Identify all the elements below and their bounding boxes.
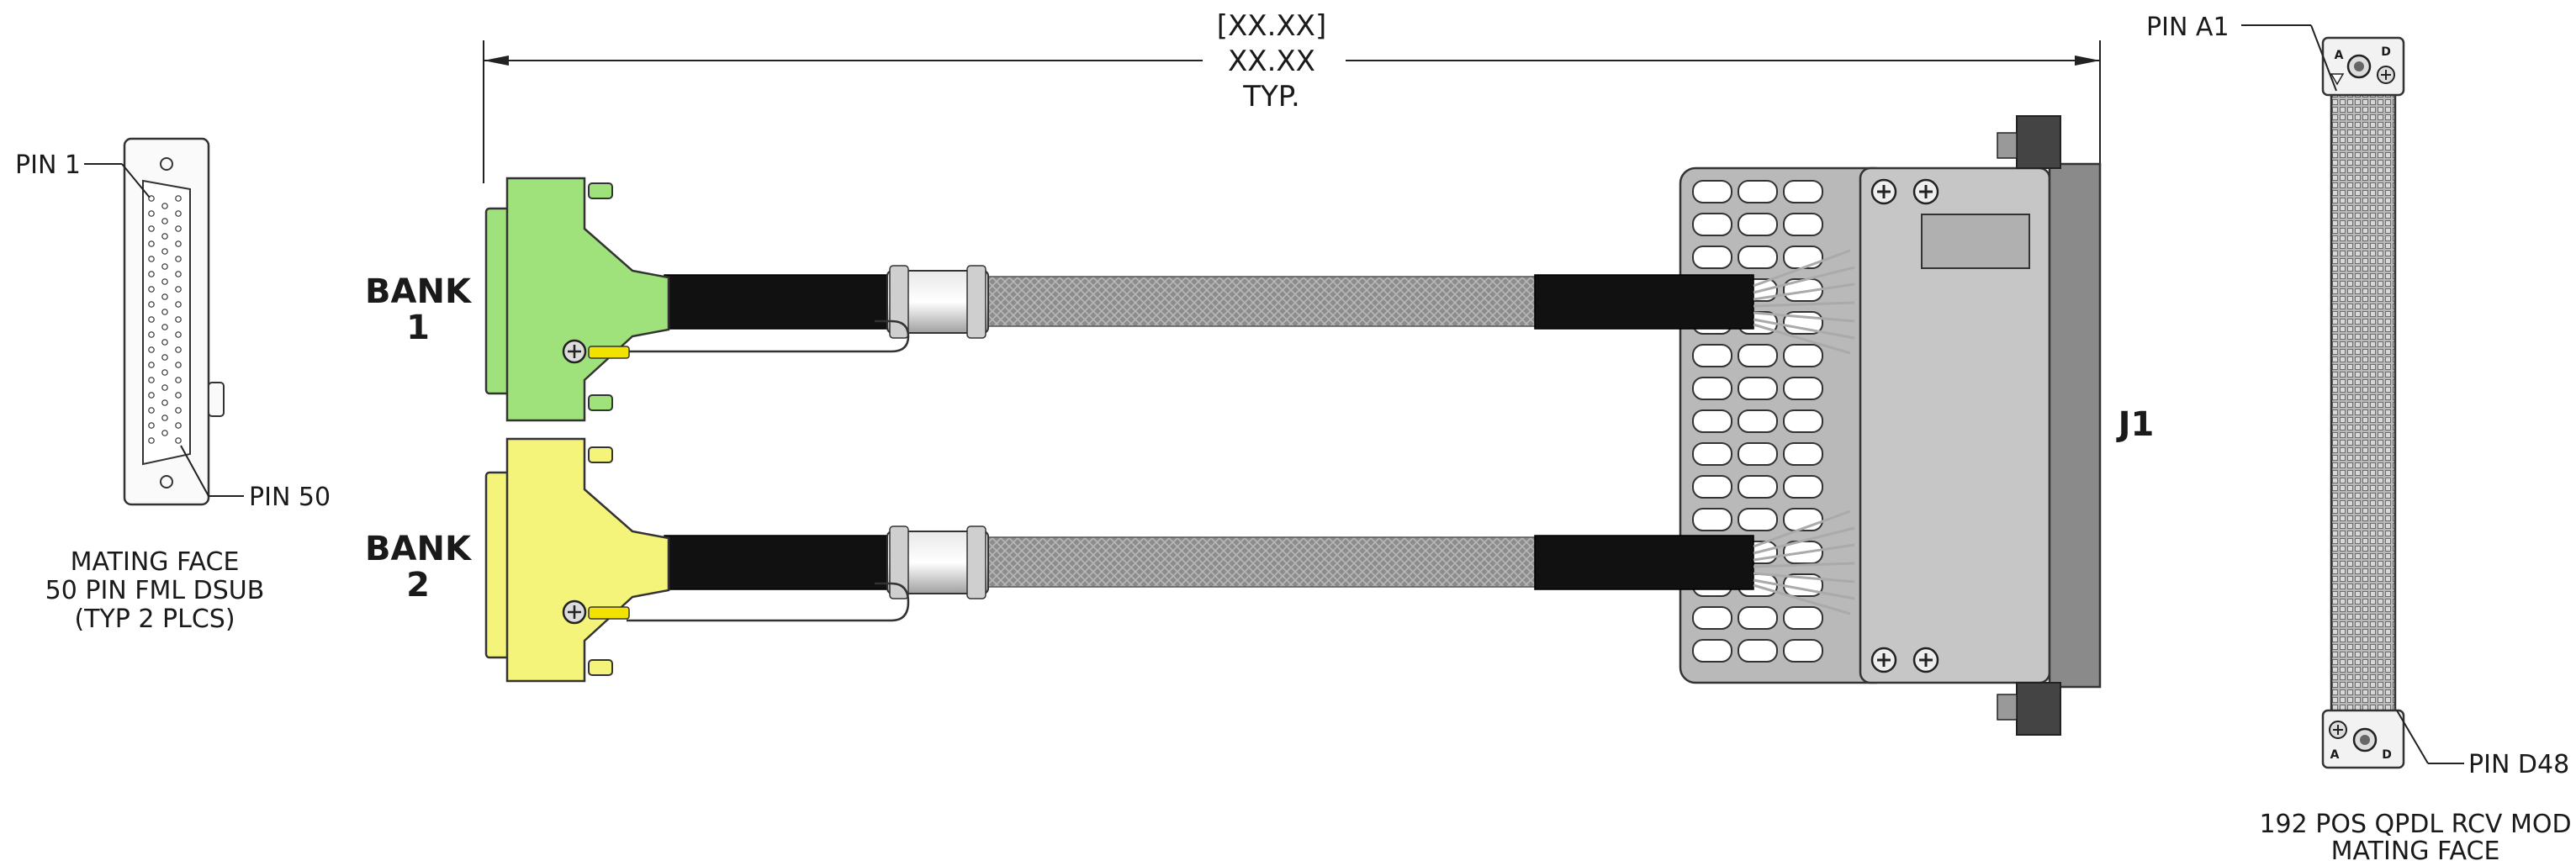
dimension-value-text: XX.XX bbox=[1228, 45, 1315, 78]
dimension-bracket-text: [XX.XX] bbox=[1217, 9, 1327, 43]
bank2-ground-wire bbox=[627, 582, 910, 622]
bank2-dsub-backshell bbox=[484, 437, 670, 683]
qpdl-corner-bottom-left: A bbox=[2330, 748, 2340, 762]
overall-length-dimension: [XX.XX] XX.XX TYP. bbox=[483, 9, 2101, 183]
dsub-pin-last-label: PIN 50 bbox=[249, 483, 331, 512]
dsub-caption-line3: (TYP 2 PLCS) bbox=[74, 605, 235, 634]
dsub-pin-array bbox=[148, 195, 182, 444]
qpdl-pin-last-label: PIN D48 bbox=[2468, 750, 2569, 779]
j1-connector bbox=[1679, 115, 2102, 736]
dsub-pin-first-label: PIN 1 bbox=[15, 150, 81, 180]
bank2-cable-jacket-left bbox=[664, 535, 897, 590]
j1-jackscrew-top bbox=[2016, 115, 2061, 169]
qpdl-corner-top-right: D bbox=[2381, 45, 2391, 59]
j1-screw-icon bbox=[1870, 178, 1897, 205]
bank1-ground-wire bbox=[627, 319, 910, 353]
j1-screw-icon bbox=[1912, 647, 1939, 673]
bank2-label-line1: BANK bbox=[365, 530, 473, 568]
j1-label-window bbox=[1921, 214, 2030, 269]
bank1-cable bbox=[627, 249, 1855, 355]
dsub-caption-line2: 50 PIN FML DSUB bbox=[45, 576, 265, 605]
qpdl-pin-field bbox=[2330, 89, 2397, 716]
j1-jackscrew-bottom bbox=[2016, 682, 2061, 736]
bank1-cable-jacket-right bbox=[1534, 274, 1754, 330]
qpdl-corner-top-left: A bbox=[2335, 49, 2344, 62]
bank1-dsub-backshell bbox=[484, 177, 670, 422]
bank2-label-line2: 2 bbox=[406, 566, 430, 605]
bank1-cable-jacket-left bbox=[664, 274, 897, 330]
qpdl-pin-first-label: PIN A1 bbox=[2146, 13, 2230, 42]
j1-label: J1 bbox=[2116, 405, 2155, 444]
bank2-cable-braid bbox=[983, 536, 1540, 588]
dsub-mount-hole-bottom bbox=[160, 475, 173, 488]
bank1-label-line2: 1 bbox=[406, 309, 430, 347]
bank1-label-line1: BANK bbox=[365, 272, 473, 311]
bank1-ground-lug bbox=[588, 346, 630, 359]
qpdl-caption-line1: 192 POS QPDL RCV MOD bbox=[2259, 810, 2571, 839]
j1-screw-icon bbox=[1912, 178, 1939, 205]
bank2-cable bbox=[627, 510, 1855, 622]
bank1-cable-ferrule bbox=[886, 270, 989, 334]
bank2-ground-lug bbox=[588, 606, 630, 620]
bank2-cable-jacket-right bbox=[1534, 535, 1754, 590]
dsub-mount-hole-top bbox=[160, 157, 173, 171]
qpdl-screw-icon bbox=[2329, 721, 2347, 739]
bank2-breakout-wires bbox=[1753, 510, 1855, 615]
qpdl-screw-icon bbox=[2377, 66, 2395, 84]
j1-front-flange bbox=[2048, 162, 2102, 689]
dimension-typ-text: TYP. bbox=[1242, 80, 1300, 114]
qpdl-mating-face-view: A D A D PIN A1 PIN D48 192 POS QPDL RCV … bbox=[2146, 13, 2572, 866]
dsub-insert bbox=[142, 179, 191, 466]
bank1-cable-braid bbox=[983, 276, 1540, 327]
bank1-breakout-wires bbox=[1753, 249, 1855, 355]
bank2-cable-ferrule bbox=[886, 531, 989, 594]
qpdl-caption-line2: MATING FACE bbox=[2331, 837, 2500, 866]
qpdl-pin1-triangle-icon bbox=[2330, 73, 2345, 86]
dsub-mating-face-view: PIN 1 PIN 50 MATING FACE 50 PIN FML DSUB… bbox=[15, 137, 331, 634]
bank2-ground-screw-icon bbox=[562, 599, 587, 625]
j1-screw-icon bbox=[1870, 647, 1897, 673]
qpdl-corner-bottom-right: D bbox=[2382, 748, 2392, 762]
dsub-caption-line1: MATING FACE bbox=[71, 547, 240, 577]
bank1-ground-screw-icon bbox=[562, 339, 587, 364]
